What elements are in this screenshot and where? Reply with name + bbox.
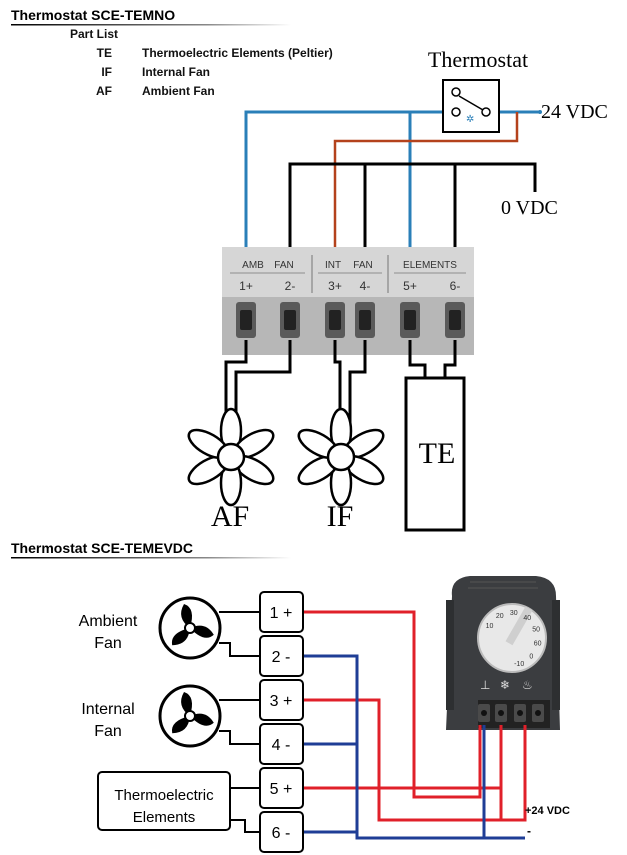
part-code: IF bbox=[101, 65, 112, 79]
dial-number: 50 bbox=[532, 626, 540, 633]
terminal-label: 3 + bbox=[270, 693, 293, 710]
heat-icon: ♨ bbox=[522, 678, 533, 692]
elements-box bbox=[97, 771, 231, 831]
fan-icon bbox=[297, 407, 385, 507]
dial-number: 30 bbox=[510, 610, 518, 617]
supply-neg-label: 0 VDC bbox=[501, 197, 558, 219]
part-list-header: Part List bbox=[70, 27, 119, 41]
ground-icon: ⊥ bbox=[480, 678, 490, 692]
terminal-group-label: INT bbox=[325, 260, 341, 271]
thermostat-label: Thermostat bbox=[428, 47, 528, 72]
part-description: Internal Fan bbox=[142, 65, 211, 79]
elements-label: Thermoelectric bbox=[114, 787, 214, 804]
wiring bbox=[303, 610, 527, 840]
part-description: Ambient Fan bbox=[142, 84, 215, 98]
terminal: 2 - bbox=[259, 635, 304, 677]
internal-fan-label: Fan bbox=[94, 723, 122, 740]
supply-pos-label: +24 VDC bbox=[525, 805, 570, 817]
terminal: 3 + bbox=[259, 679, 304, 721]
terminal: 6 - bbox=[259, 811, 304, 853]
section1-title: Thermostat SCE-TEMNO bbox=[11, 7, 176, 23]
te-label: TE bbox=[419, 437, 456, 470]
terminal-label: 5 + bbox=[270, 781, 293, 798]
internal-fan-label: Internal bbox=[81, 701, 134, 718]
black-wire bbox=[288, 162, 537, 262]
fan-wiring bbox=[224, 340, 457, 445]
elements-label: Elements bbox=[133, 809, 196, 826]
terminal-label: 2 - bbox=[272, 649, 291, 666]
terminal: 1 + bbox=[259, 591, 304, 633]
terminal-number: 3+ bbox=[328, 279, 342, 293]
dial-number: 10 bbox=[486, 623, 494, 630]
internal-fan-icon bbox=[158, 684, 222, 748]
terminal-label: 4 - bbox=[272, 737, 291, 754]
if-label: IF bbox=[327, 500, 354, 533]
terminal-block: AMB FAN INT FAN ELEMENTS 1+ 2- 3+ 4- 5+ 6- bbox=[222, 247, 474, 355]
terminal-label: 1 + bbox=[270, 605, 293, 622]
terminal-group-label: FAN bbox=[353, 260, 372, 271]
terminal-number: 4- bbox=[360, 279, 371, 293]
dial-number: 20 bbox=[496, 613, 504, 620]
device-wiring bbox=[219, 611, 260, 833]
af-label: AF bbox=[211, 500, 249, 533]
brown-wire bbox=[333, 112, 519, 262]
terminal-number: 1+ bbox=[239, 279, 253, 293]
terminal: 5 + bbox=[259, 767, 304, 809]
terminal: 4 - bbox=[259, 723, 304, 765]
te-element bbox=[404, 376, 466, 532]
ambient-fan-icon bbox=[158, 596, 222, 660]
part-code: AF bbox=[96, 84, 112, 98]
dial-number: 60 bbox=[534, 641, 542, 648]
snowflake-icon: ✲ bbox=[466, 114, 474, 125]
supply-neg-label: - bbox=[527, 824, 531, 838]
part-code: TE bbox=[96, 46, 112, 60]
ambient-fan-label: Fan bbox=[94, 635, 122, 652]
ambient-fan-label: Ambient bbox=[79, 613, 138, 630]
terminal-number: 6- bbox=[450, 279, 461, 293]
fan-icon bbox=[187, 407, 275, 507]
thermostat-symbol: ✲ bbox=[442, 79, 500, 133]
terminal-group-label: FAN bbox=[274, 260, 293, 271]
part-description: Thermoelectric Elements (Peltier) bbox=[142, 46, 333, 60]
snowflake-icon: ❄ bbox=[500, 678, 510, 692]
section2-title: Thermostat SCE-TEMEVDC bbox=[11, 540, 194, 556]
terminal-group-label: AMB bbox=[242, 260, 264, 271]
terminal-number: 2- bbox=[285, 279, 296, 293]
supply-pos-label: 24 VDC bbox=[541, 101, 608, 123]
dial-number: -10 bbox=[514, 661, 524, 668]
terminal-label: 6 - bbox=[272, 825, 291, 842]
terminal-group-label: ELEMENTS bbox=[403, 260, 457, 271]
supply-dot bbox=[538, 110, 542, 114]
dial-number: 40 bbox=[523, 615, 531, 622]
dial-number: 0 bbox=[529, 653, 533, 660]
terminal-number: 5+ bbox=[403, 279, 417, 293]
